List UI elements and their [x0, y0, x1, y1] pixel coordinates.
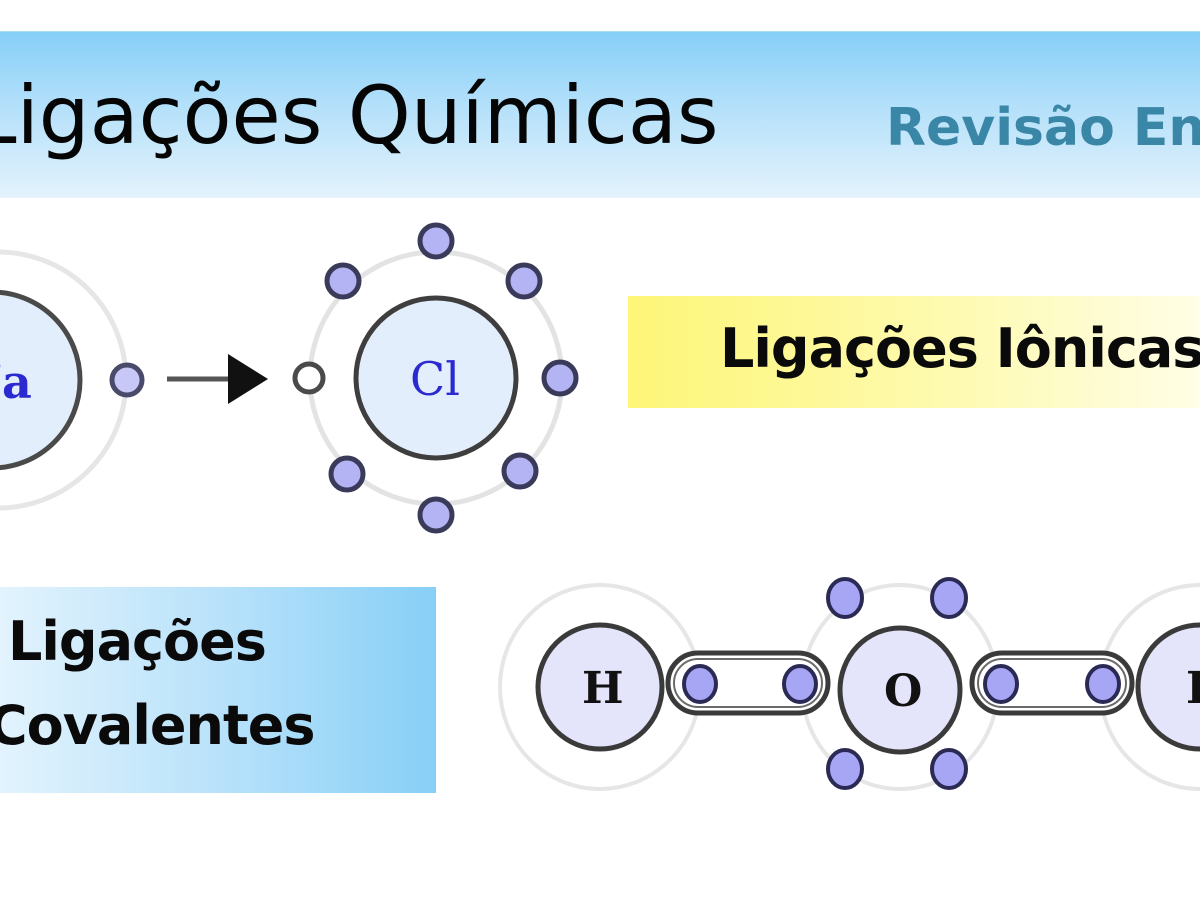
received-electron — [292, 361, 326, 395]
covalent-bonds-label-box: Ligações Covalentes — [0, 587, 436, 793]
sodium-nucleus — [0, 289, 83, 471]
ionic-bonds-label: Ligações Iônicas — [720, 317, 1200, 380]
chlorine-electron — [417, 496, 455, 534]
chlorine-symbol: Cl — [410, 352, 460, 406]
oxygen-nucleus — [837, 625, 963, 755]
chlorine-electron — [501, 452, 539, 490]
lone-pair-electron — [930, 577, 968, 619]
shared-pair-bond-right-inner — [977, 658, 1127, 708]
chlorine-electron — [541, 359, 579, 397]
covalent-bonds-label-line2: Covalentes — [0, 694, 316, 757]
chlorine-electron — [417, 222, 455, 260]
lone-pair-electron — [826, 577, 864, 619]
sodium-atom: Na — [0, 249, 145, 511]
chlorine-nucleus — [353, 295, 519, 461]
page-title: Ligações Químicas — [0, 69, 719, 162]
lone-pair-electron — [826, 748, 864, 790]
covalent-bonds-label-line1: Ligações — [8, 610, 267, 673]
sodium-valence-electron — [109, 362, 145, 398]
shared-electron — [782, 664, 818, 704]
shared-electron — [1085, 664, 1121, 704]
shared-pair-bond-left-inner — [673, 658, 823, 708]
header-banner: Ligações Químicas Revisão Enem — [0, 31, 1200, 198]
hydrogen-symbol: H — [1186, 663, 1200, 714]
hydrogen-nucleus — [1135, 622, 1200, 752]
shared-electron — [983, 664, 1019, 704]
hydrogen-nucleus — [535, 622, 665, 752]
hydrogen-symbol: H — [582, 663, 624, 714]
page-subtitle: Revisão Enem — [886, 98, 1200, 158]
ionic-bonds-label-box: Ligações Iônicas — [628, 296, 1200, 408]
chlorine-electron — [505, 262, 543, 300]
chlorine-atom: Cl — [292, 222, 579, 534]
shared-electron — [682, 664, 718, 704]
chlorine-electron — [324, 262, 362, 300]
chlorine-electron — [328, 455, 366, 493]
oxygen-symbol: O — [884, 666, 922, 717]
lone-pair-electron — [930, 748, 968, 790]
sodium-symbol: Na — [0, 355, 32, 409]
water-molecule: H O H — [498, 577, 1200, 791]
